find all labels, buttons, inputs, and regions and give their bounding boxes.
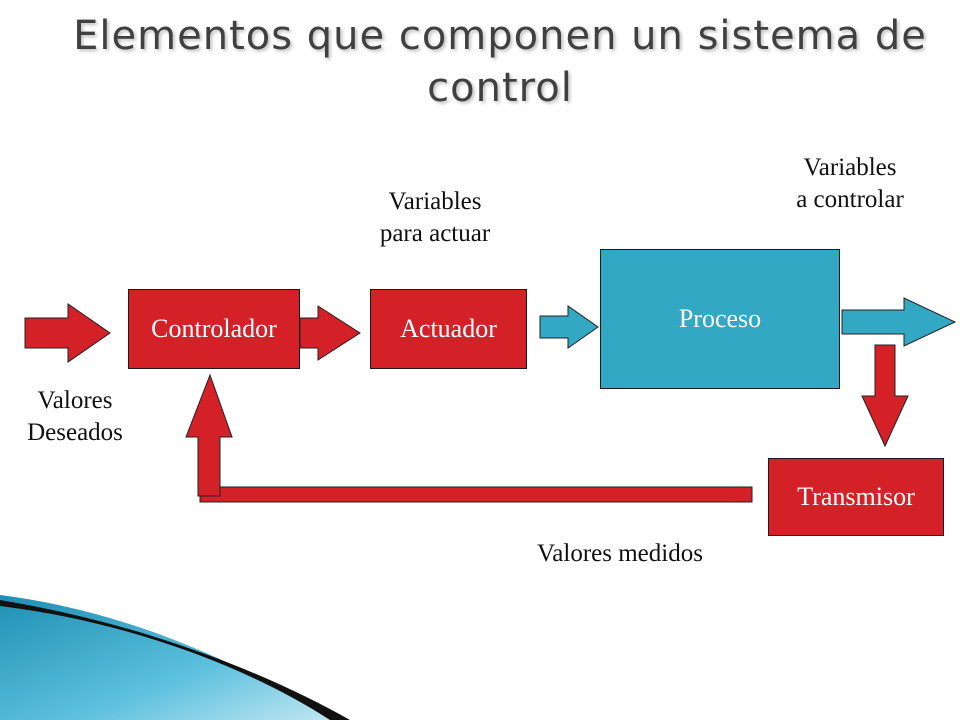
input-arrow	[24, 303, 111, 363]
slide-title: Elementos que componen un sistema de con…	[73, 13, 927, 111]
proceso-to-transmisor-arrow	[861, 344, 909, 448]
label-variables-a-controlar: Variables a controlar	[796, 154, 904, 213]
corner-swoosh-decoration	[0, 595, 350, 720]
label-valores-deseados: Valores Deseados	[27, 387, 123, 446]
block-actuador: Actuador	[370, 289, 527, 369]
controlador-to-actuador-arrow	[299, 305, 361, 361]
proceso-output-arrow	[841, 297, 957, 347]
block-controlador-label: Controlador	[151, 314, 277, 343]
block-controlador: Controlador	[128, 289, 300, 369]
actuador-to-proceso-arrow	[539, 305, 599, 349]
label-variables-para-actuar: Variables para actuar	[379, 188, 491, 247]
feedback-up-arrow	[185, 373, 233, 497]
block-proceso-label: Proceso	[678, 304, 762, 333]
block-transmisor-label: Transmisor	[797, 482, 915, 511]
block-transmisor: Transmisor	[768, 458, 944, 536]
block-actuador-label: Actuador	[400, 314, 497, 343]
label-valores-medidos: Valores medidos	[537, 540, 703, 567]
feedback-bar	[199, 486, 753, 503]
block-proceso: Proceso	[600, 249, 840, 389]
